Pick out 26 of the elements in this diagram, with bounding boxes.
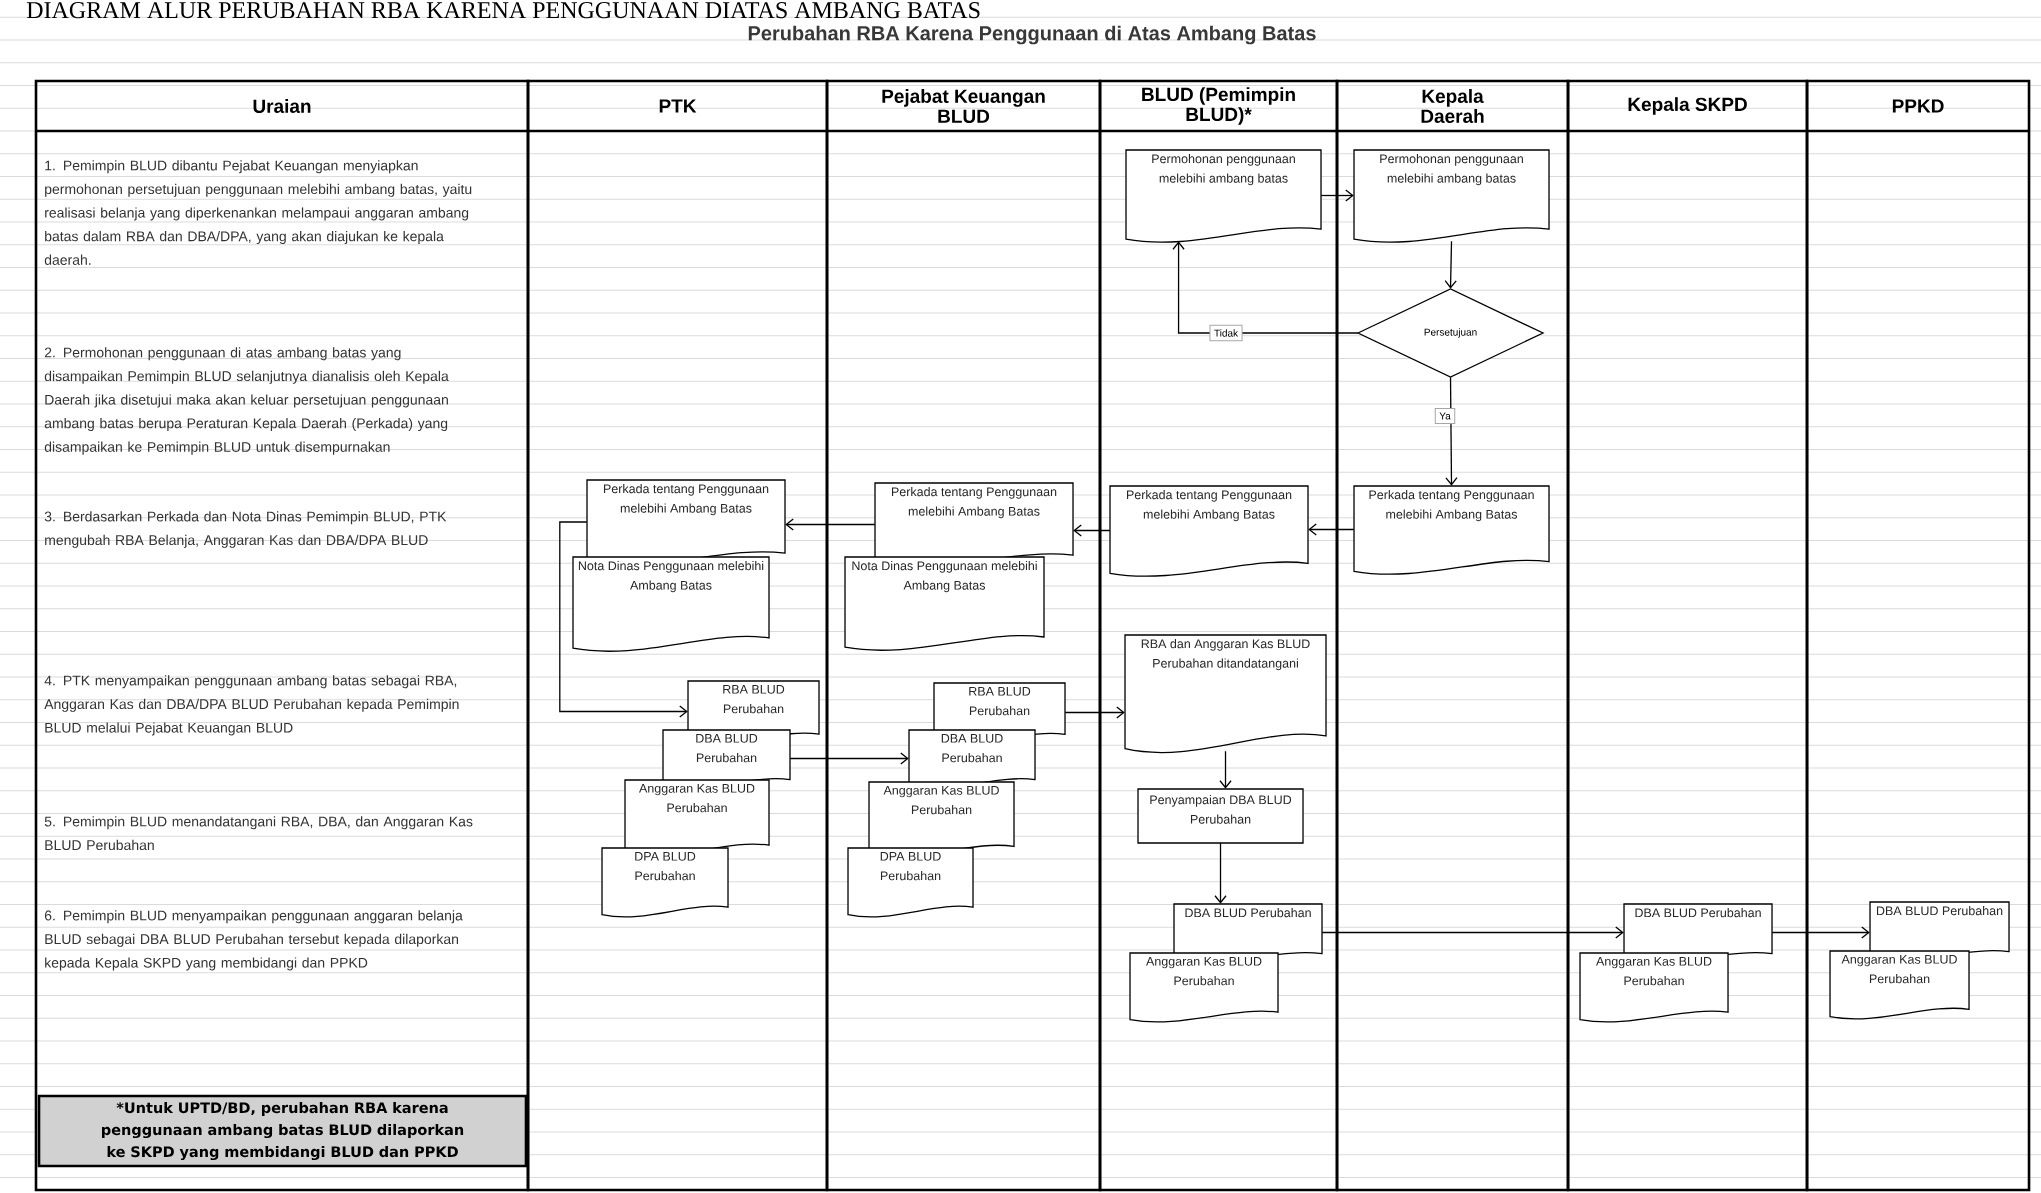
arrow [1073, 524, 1111, 537]
step-text: 6. Pemimpin BLUD menyampaikan penggunaan anggaran belanja BLUD sebagai DBA BLUD Perubahan tersebut kepada dilaporkan kepada Kepala SKPD yang membidangi dan PPKD [44, 910, 463, 971]
arrow [559, 521, 688, 718]
step-text: 5. Pemimpin BLUD menandatangani RBA, DBA, dan Anggaran Kas BLUD Perubahan [44, 816, 473, 851]
note-box: *Untuk UPTD/BD, perubahan RBA karena penggunaan ambang batas BLUD dilaporkan ke SKPD yang membidangi BLUD dan PPKD [37, 1094, 528, 1168]
step-text: 4. PTK menyampaikan penggunaan ambang batas sebagai RBA, Anggaran Kas dan DBA/DPA BLUD Perubahan kepada Pemimpin BLUD melalui Pejabat Keuangan BLUD [44, 675, 459, 736]
arrow [1445, 376, 1458, 486]
title: Perubahan RBA Karena Penggunaan di Atas Ambang Batas [748, 25, 1316, 45]
heading: DIAGRAM ALUR PERUBAHAN RBA KARENA PENGGUNAAN DIATAS AMBANG BATAS [26, 2, 980, 19]
edge-label: Tidak [1209, 324, 1243, 342]
step-text: 2. Permohonan penggunaan di atas ambang batas yang disampaikan Pemimpin BLUD selanjutnya dianalisis oleh Kepala Daerah jika disetujui maka akan keluar persetujuan penggunaan ambang batas berupa Peraturan Kepala Daerah (Perkada) yang disampaikan ke Pemimpin BLUD untuk disempurnakan [44, 347, 449, 455]
arrow [1308, 523, 1355, 536]
arrow [1172, 241, 1359, 334]
process-box: Penyampaian DBA BLUD Perubahan [1137, 788, 1304, 844]
arrow [1444, 240, 1457, 289]
arrow [785, 518, 876, 531]
edge-label: Ya [1434, 408, 1456, 424]
arrow [1064, 706, 1125, 719]
step-text: 3. Berdasarkan Perkada dan Nota Dinas Pemimpin BLUD, PTK mengubah RBA Belanja, Anggaran Kas dan DBA/DPA BLUD [44, 511, 447, 548]
arrow [789, 752, 909, 765]
arrow [1771, 926, 1870, 939]
arrow [1219, 750, 1232, 789]
arrow [1320, 189, 1354, 202]
step-text: 1. Pemimpin BLUD dibantu Pejabat Keuangan menyiapkan permohonan persetujuan penggunaan melebihi ambang batas, yaitu realisasi belanja yang diperkenankan melampaui anggaran ambang batas dalam RBA dan DBA/DPA, yang akan diajukan ke kepala daerah. [44, 160, 472, 265]
arrow [1214, 842, 1227, 904]
arrow [1321, 926, 1624, 939]
